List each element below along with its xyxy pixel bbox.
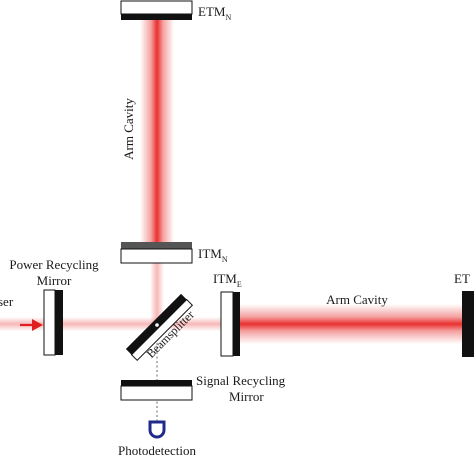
signal-recycling-label: Signal Recycling [196,373,286,388]
power-recycling-mirror [43,289,63,356]
beamsplitter-center-dot [155,323,159,327]
itm-north-label: ITMN [198,246,228,264]
power-recycling-mirror-label: Mirror [37,273,72,288]
etm-north-mirror [120,0,193,20]
photodetector-icon [148,420,166,439]
photodetection-label: Photodetection [118,443,196,458]
etm-north-label: ETMN [198,4,231,22]
itm-east-label: ITME [213,271,242,289]
laser-label: ser [0,294,14,309]
arm-cavity-north-label: Arm Cavity [121,98,136,160]
itm-east-mirror [220,291,240,357]
etm-east-label: ET [454,271,470,286]
itm-north-mirror [120,242,193,264]
laser-arrow-icon [20,319,43,331]
north-arm-beam [140,20,174,242]
signal-recycling-mirror [120,380,193,401]
arm-cavity-east-label: Arm Cavity [326,292,388,307]
signal-recycling-mirror-label: Mirror [229,389,264,404]
east-arm-beam [236,304,466,344]
power-recycling-label: Power Recycling [9,257,99,272]
etm-east-mirror [462,291,474,357]
